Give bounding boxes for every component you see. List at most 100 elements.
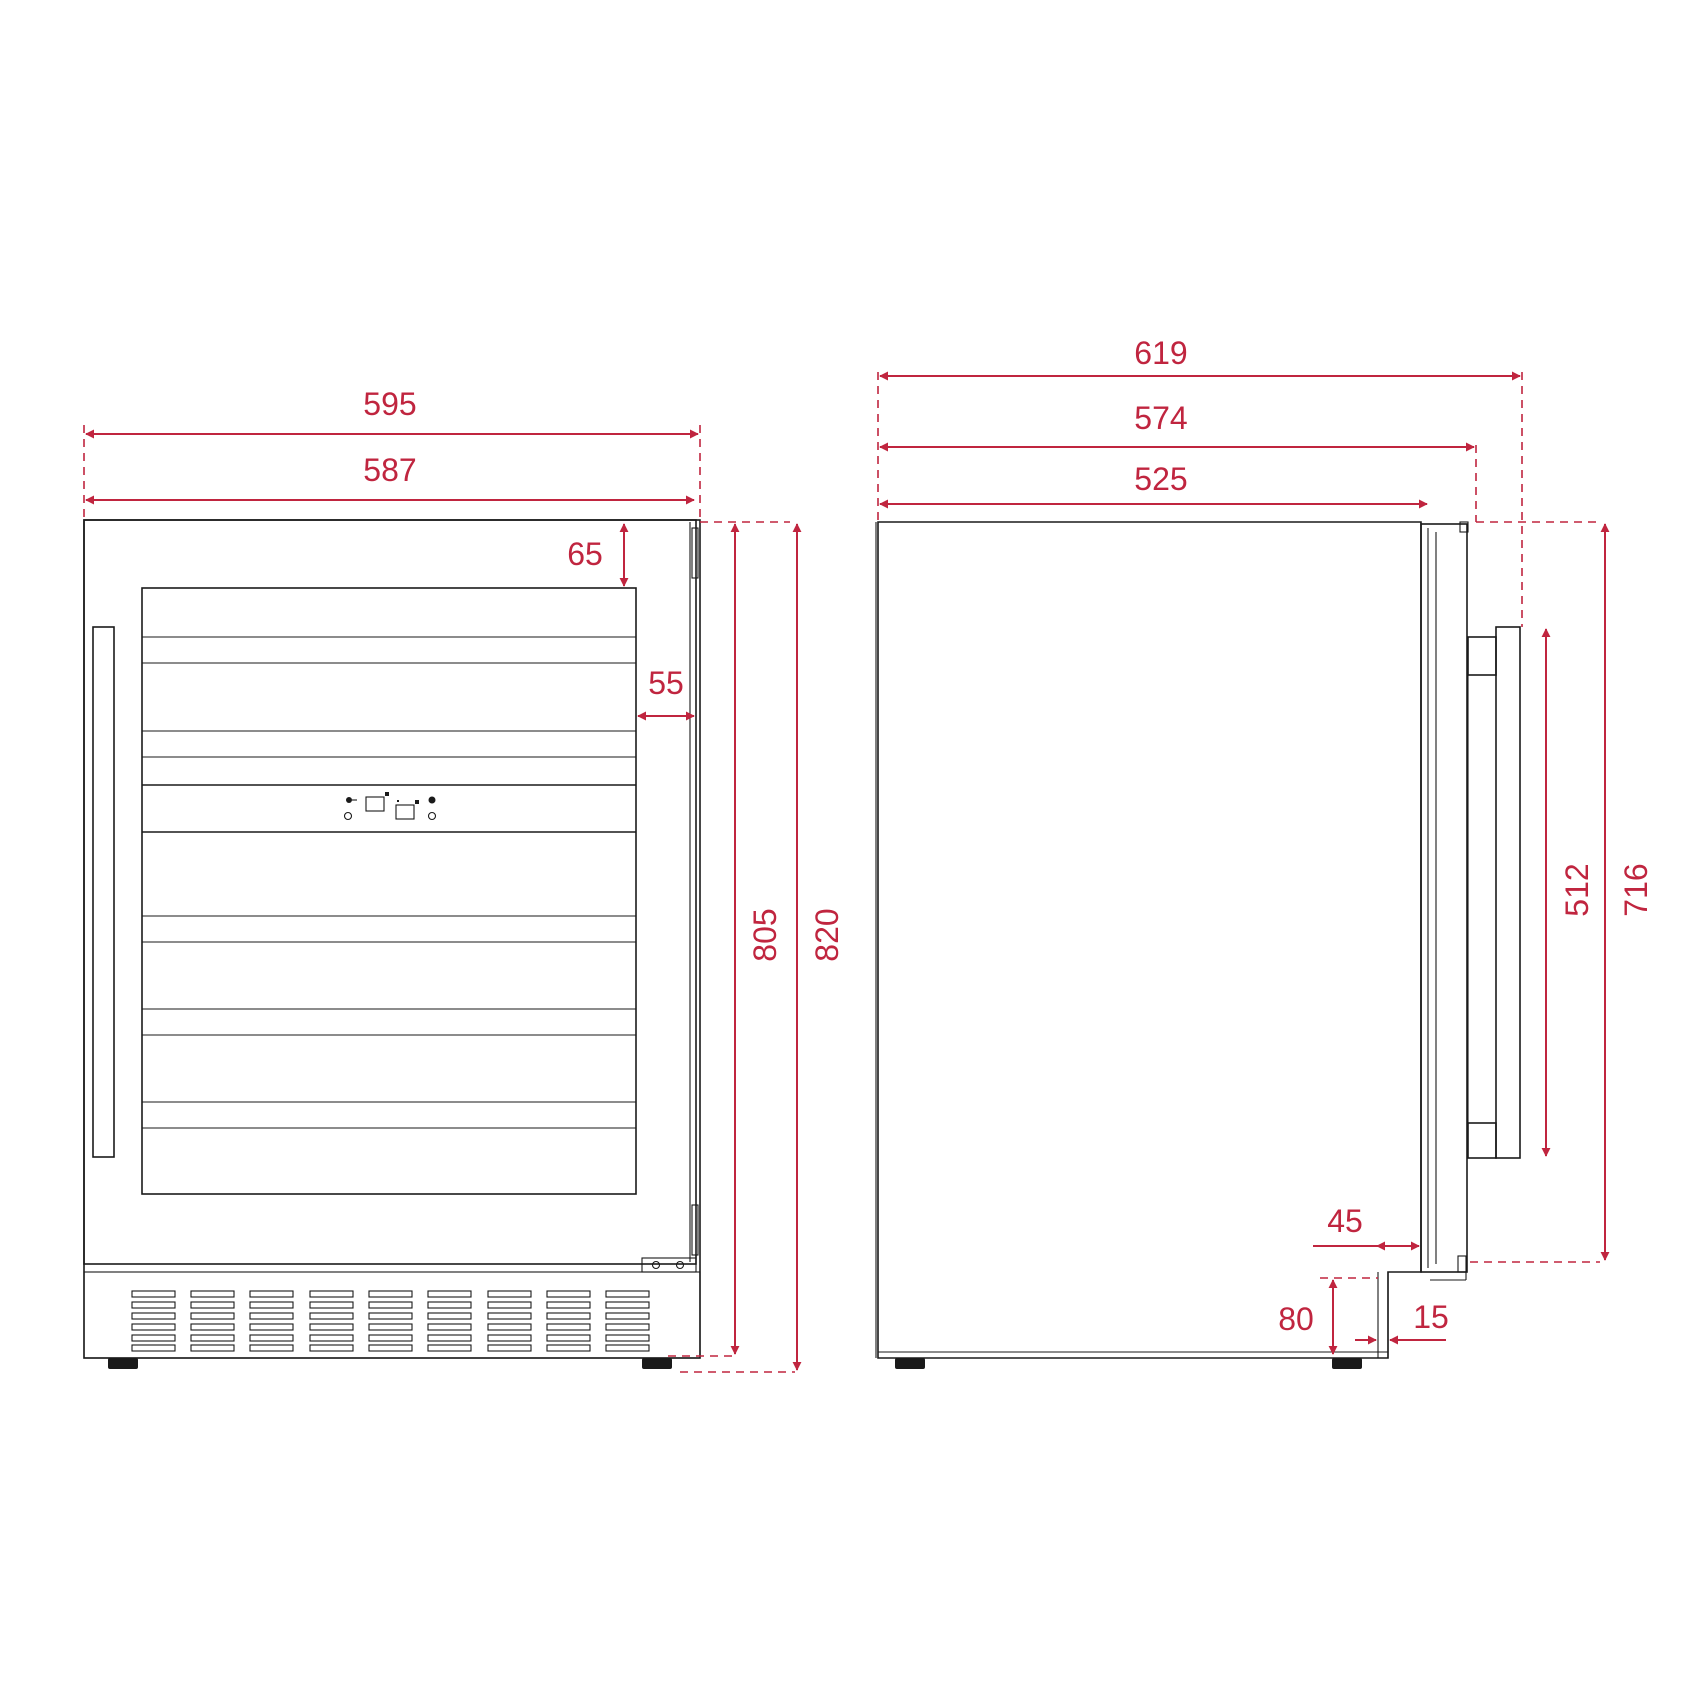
- handle-upper-bracket: [1467, 636, 1497, 676]
- vent-slot: [309, 1323, 354, 1331]
- dim-label-side-to-glass: 55: [648, 665, 684, 701]
- front-cabinet-outline: [83, 519, 701, 1359]
- vent-slot: [368, 1334, 413, 1342]
- dim-label-depth-with-door: 574: [1134, 400, 1187, 436]
- vent-slot: [131, 1301, 176, 1309]
- ventilation-grille: [131, 1290, 650, 1352]
- vent-slot: [605, 1312, 650, 1320]
- vent-slot: [309, 1312, 354, 1320]
- power-button-icon: [346, 797, 352, 803]
- handle-lower-bracket: [1467, 1122, 1497, 1159]
- zone-separator-dot: [397, 800, 399, 802]
- right-zone-indicator-icon: [415, 800, 419, 804]
- door-bottom-cap: [1457, 1255, 1467, 1273]
- dim-label-total-height: 820: [809, 908, 845, 961]
- door-foot-screw: [675, 1260, 685, 1270]
- vent-slot: [427, 1312, 472, 1320]
- vent-slot: [546, 1344, 591, 1352]
- dim-label-total-depth: 619: [1134, 335, 1187, 371]
- vent-slot: [249, 1290, 294, 1298]
- front-view: [83, 519, 701, 1369]
- vent-slot: [605, 1334, 650, 1342]
- vent-slot: [309, 1290, 354, 1298]
- vent-slot: [487, 1334, 532, 1342]
- vent-slot: [487, 1312, 532, 1320]
- vent-slot: [368, 1301, 413, 1309]
- dim-label-plinth-height: 80: [1278, 1301, 1314, 1337]
- side-front-foot: [1332, 1358, 1362, 1369]
- vent-slot: [546, 1312, 591, 1320]
- vent-slot: [309, 1344, 354, 1352]
- dimension-labels: 595 587 65 55 805 820 619 574 525 512 71…: [363, 335, 1654, 1337]
- dim-label-top-to-glass: 65: [567, 536, 603, 572]
- vent-slot: [190, 1334, 235, 1342]
- vent-slot: [131, 1312, 176, 1320]
- shelves: [142, 636, 636, 1129]
- left-zone-indicator-icon: [385, 792, 389, 796]
- vent-slot: [190, 1301, 235, 1309]
- vent-slot: [427, 1344, 472, 1352]
- side-back-foot: [895, 1358, 925, 1369]
- vent-slot: [131, 1334, 176, 1342]
- right-zone-display-icon: [395, 804, 415, 820]
- temp-down-button-icon: [343, 811, 353, 821]
- door-foot-screw: [651, 1260, 661, 1270]
- door-top-cap: [1459, 521, 1469, 533]
- control-panel: [142, 784, 636, 833]
- upper-hinge: [691, 527, 699, 579]
- light-button-icon: [428, 796, 436, 804]
- vent-slot: [368, 1344, 413, 1352]
- vent-slot: [605, 1344, 650, 1352]
- vent-slot: [427, 1290, 472, 1298]
- dim-label-cabinet-depth: 525: [1134, 461, 1187, 497]
- vent-slot: [605, 1290, 650, 1298]
- dim-label-handle-height: 512: [1559, 863, 1595, 916]
- side-view: [875, 521, 1521, 1369]
- vent-slot: [427, 1334, 472, 1342]
- vent-slot: [131, 1290, 176, 1298]
- front-right-foot: [642, 1358, 672, 1369]
- dim-label-outer-width: 595: [363, 386, 416, 422]
- vent-slot: [368, 1290, 413, 1298]
- dim-label-door-height: 716: [1618, 863, 1654, 916]
- vent-slot: [190, 1323, 235, 1331]
- dim-label-door-gap: 45: [1327, 1203, 1363, 1239]
- vent-slot: [249, 1301, 294, 1309]
- vent-slot: [249, 1334, 294, 1342]
- vent-slot: [249, 1344, 294, 1352]
- vent-slot: [427, 1301, 472, 1309]
- left-zone-display-icon: [365, 796, 385, 812]
- front-left-foot: [108, 1358, 138, 1369]
- front-door-outline: [83, 519, 697, 1265]
- vent-slot: [190, 1312, 235, 1320]
- dimensions: [83, 371, 1610, 1373]
- dim-label-plinth-offset: 15: [1413, 1299, 1449, 1335]
- door-handle: [92, 626, 115, 1158]
- glass-panel: [141, 587, 637, 1195]
- dim-label-cabinet-height: 805: [747, 908, 783, 961]
- handle-bar: [1495, 626, 1521, 1159]
- side-handle: [1467, 626, 1521, 1159]
- door-foot-detail: [641, 1257, 697, 1273]
- vent-slot: [605, 1301, 650, 1309]
- vent-slot: [546, 1323, 591, 1331]
- vent-slot: [487, 1290, 532, 1298]
- vent-slot: [249, 1312, 294, 1320]
- vent-slot: [368, 1323, 413, 1331]
- kick-plate: [83, 1271, 701, 1359]
- vent-slot: [546, 1290, 591, 1298]
- vent-slot: [249, 1323, 294, 1331]
- vent-slot: [190, 1344, 235, 1352]
- vent-slot: [427, 1323, 472, 1331]
- vent-slot: [309, 1334, 354, 1342]
- lower-hinge: [691, 1204, 699, 1256]
- vent-slot: [131, 1344, 176, 1352]
- dim-label-door-width: 587: [363, 452, 416, 488]
- vent-slot: [487, 1323, 532, 1331]
- side-door-profile: [1420, 523, 1468, 1273]
- vent-slot: [309, 1301, 354, 1309]
- vent-slot: [487, 1301, 532, 1309]
- vent-slot: [190, 1290, 235, 1298]
- vent-slot: [546, 1334, 591, 1342]
